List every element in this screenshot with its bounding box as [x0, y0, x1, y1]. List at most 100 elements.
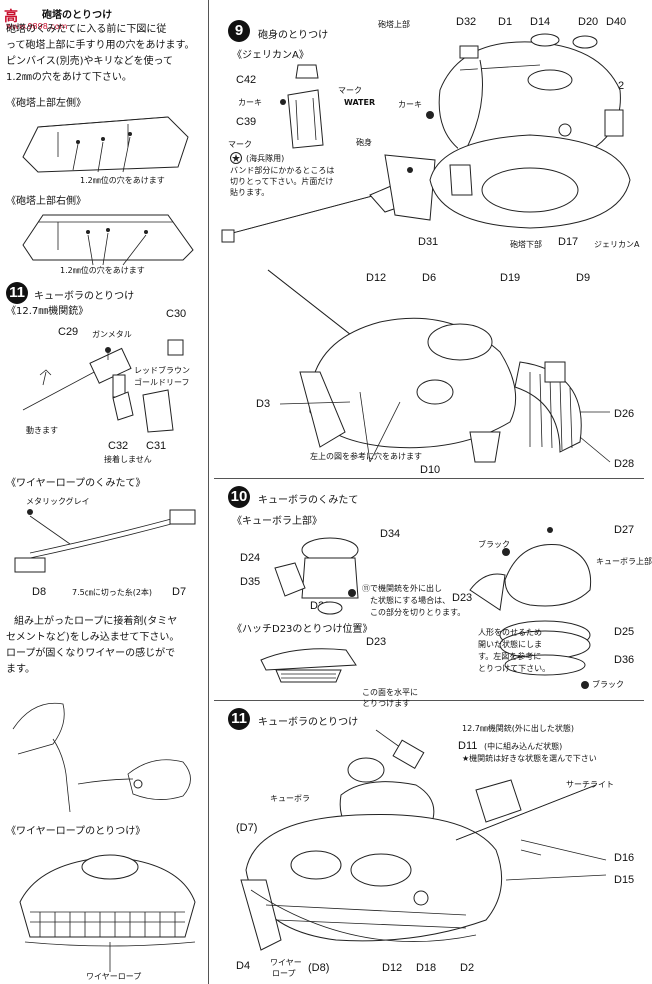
wire-assembly-title: 《ワイヤーロープのくみたて》 [6, 478, 146, 489]
turret-left-title: 《砲塔上部左側》 [6, 98, 86, 109]
label-mg-out: 12.7㎜機関銃(外に出した状態) [462, 724, 575, 733]
figure-note-2: 開いた状態にしま [478, 640, 542, 649]
label-d36: D36 [614, 654, 635, 666]
label-black: ブラック [478, 540, 510, 549]
wire-para-line-3: ロープが固くなりワイヤーの感じがで [6, 648, 176, 659]
label-d1: D1 [498, 16, 513, 28]
label-d12-bottom: D12 [382, 962, 403, 974]
label-c29: C29 [58, 326, 79, 338]
step-9-title: 砲身のとりつけ [258, 30, 329, 41]
hatch-title: 《ハッチD23のとりつけ位置》 [232, 624, 373, 635]
band-note-1: バンド部分にかかるところは [230, 166, 335, 175]
wire-para-line-4: ます。 [6, 664, 35, 675]
label-khaki-2: カーキ [398, 100, 422, 109]
label-c31: C31 [146, 440, 167, 452]
figure-note-4: とりつけて下さい。 [478, 664, 551, 673]
wire-para-line-2: セメントなど)をしみ込ませて下さい。 [6, 632, 180, 643]
star-mark-icon [230, 152, 242, 164]
step-11b-badge: 11 [228, 708, 250, 730]
label-khaki: カーキ [238, 98, 262, 107]
label-gunmetal: ガンメタル [92, 330, 132, 339]
wire-rope-drawing [14, 509, 196, 573]
turret-left-drawing [22, 116, 189, 173]
label-d7: D7 [172, 586, 187, 598]
label-d35: D35 [240, 576, 261, 588]
label-turret-upper: 砲塔上部 [378, 20, 410, 29]
label-d3: D3 [256, 398, 271, 410]
label-wire-rope: ワイヤーロープ [86, 972, 142, 981]
label-string-note: 7.5㎝に切った糸(2本) [72, 588, 153, 597]
step-10-badge: 10 [228, 486, 250, 508]
wire-attach-title: 《ワイヤーロープのとりつけ》 [6, 826, 146, 837]
turret-right-note: 1.2㎜位の穴をあけます [60, 266, 145, 275]
label-searchlight: サーチライト [566, 780, 614, 789]
label-d23: D23 [452, 592, 473, 604]
label-d7-right: (D7) [236, 822, 258, 834]
label-d34: D34 [380, 528, 401, 540]
label-turret-lower: 砲塔下部 [510, 240, 542, 249]
machine-gun-drawing [22, 339, 184, 433]
hatch-drawing [260, 648, 357, 683]
turret-assembly-drawing [426, 33, 631, 229]
mg-note-2: た状態にする場合は、 [370, 596, 451, 605]
label-d14: D14 [530, 16, 551, 28]
figure-note-3: す。左図を参考に [478, 652, 542, 661]
label-d31: D31 [418, 236, 439, 248]
label-d24: D24 [240, 552, 261, 564]
label-c32: C32 [108, 440, 129, 452]
label-mark2: マーク [228, 140, 252, 149]
label-hatch-d23: D23 [366, 636, 387, 648]
label-d15: D15 [614, 874, 635, 886]
intro-line-2: って砲塔上部に手すり用の穴をあけます。 [6, 40, 195, 51]
column-divider [208, 0, 209, 984]
label-black-2: ブラック [592, 680, 624, 689]
wire-attach-drawing [19, 854, 196, 972]
label-d19: D19 [500, 272, 521, 284]
figure-note-1: 人形をのせるため [478, 628, 542, 637]
label-barrel: 砲身 [356, 138, 372, 147]
label-d18: D18 [416, 962, 437, 974]
label-rope: ロープ [272, 969, 296, 978]
watermark-logo: 高 [4, 8, 18, 24]
label-d8: D8 [32, 586, 47, 598]
section-divider-10 [214, 478, 644, 479]
label-d8-right: (D8) [308, 962, 330, 974]
label-d26: D26 [614, 408, 635, 420]
hatch-note-1: この面を水平に [362, 688, 418, 697]
label-no-glue: 接着しません [104, 455, 152, 464]
mg-title: 《12.7㎜機関銃》 [6, 306, 89, 317]
intro-line-1: 砲塔のくみたてに入る前に下図に従 [6, 24, 167, 35]
label-c42: C42 [236, 74, 257, 86]
label-mark: マーク [338, 86, 362, 95]
label-c39: C39 [236, 116, 257, 128]
mg-note-3: この部分を切りとります。 [370, 608, 466, 617]
label-d16: D16 [614, 852, 635, 864]
intro-line-3: ピンバイス(別売)やキリなどを使って [6, 56, 174, 67]
label-d17: D17 [558, 236, 579, 248]
band-note-2: 切りとって下さい。片面だけ [230, 177, 334, 186]
label-moves: 動きます [26, 426, 58, 435]
label-d20: D20 [578, 16, 599, 28]
label-d32: D32 [456, 16, 477, 28]
label-d9: D9 [576, 272, 591, 284]
label-d11-note: (中に組み込んだ状態) [484, 742, 563, 751]
label-d10: D10 [420, 464, 441, 476]
cupola-assembly-drawing [469, 527, 592, 689]
label-c30: C30 [166, 308, 187, 320]
intro-line-4: 1.2㎜の穴をあけて下さい。 [6, 72, 132, 83]
turret-right-drawing [22, 214, 194, 266]
hole-note: 左上の図を参考に穴をあけます [310, 452, 422, 461]
final-turret-drawing [240, 729, 607, 951]
label-d4: D4 [236, 960, 251, 972]
wire-para-line-1: 組み上がったロープに接着剤(タミヤ [14, 616, 178, 627]
watermark-site: www.9898.com [6, 22, 68, 31]
label-water: WATER [344, 98, 376, 107]
label-d40: D40 [606, 16, 627, 28]
step-11-title: キューボラのとりつけ [34, 291, 135, 302]
cupola-upper-drawing [274, 537, 359, 615]
gun-barrel-drawing [221, 154, 436, 243]
step-9-badge: 9 [228, 20, 250, 42]
label-d12-mid: D12 [366, 272, 387, 284]
label-d6: D6 [422, 272, 437, 284]
mg-choice-note: ★機関銃は好きな状態を選んで下さい [462, 754, 597, 763]
